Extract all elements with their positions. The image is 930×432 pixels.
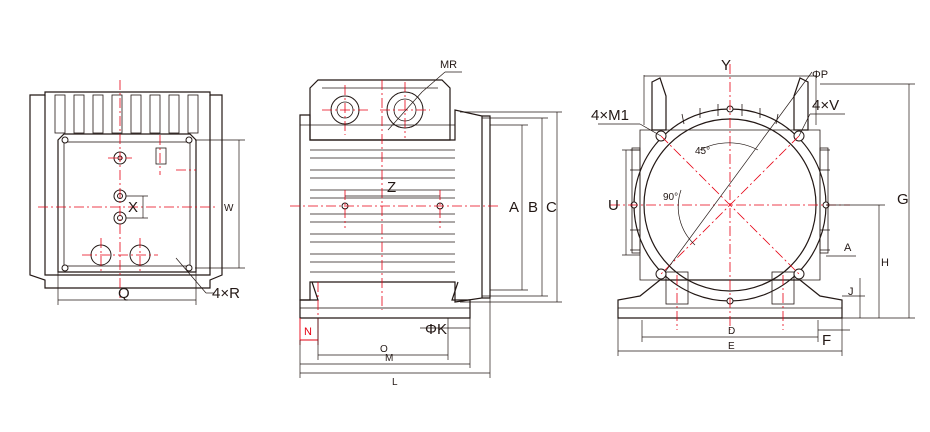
dim-label-m: M: [385, 353, 393, 364]
dim-label-c: C: [546, 199, 557, 216]
dim-label-p: ΦP: [812, 69, 828, 81]
dim-label-n: N: [304, 326, 312, 338]
angle-label-90: 90°: [663, 192, 678, 203]
dim-label-w: W: [224, 203, 234, 214]
front-view: [598, 64, 915, 356]
dim-label-o: O: [380, 344, 388, 355]
dim-label-b: B: [528, 199, 538, 216]
dim-label-d: D: [728, 326, 735, 337]
angle-label-45: 45°: [695, 146, 710, 157]
dim-label-g: G: [897, 191, 909, 208]
dim-label-q: Q: [118, 285, 130, 302]
dim-label-v: 4×V: [812, 97, 839, 114]
dim-label-f: F: [822, 332, 831, 349]
dim-label-e: E: [728, 341, 735, 352]
dim-label-mr: MR: [440, 59, 457, 71]
dim-label-j: J: [848, 286, 854, 298]
dim-label-z: Z: [387, 179, 396, 196]
dim-label-r: 4×R: [212, 285, 240, 302]
dim-label-h: H: [881, 257, 889, 269]
dim-label-u: U: [608, 197, 619, 214]
dim-label-k: ΦK: [425, 321, 447, 338]
dim-label-m1: 4×M1: [591, 107, 629, 124]
dim-label-a: A: [509, 199, 519, 216]
dim-label-y: Y: [721, 57, 731, 74]
dim-label-l: L: [392, 377, 398, 388]
side-view: [290, 71, 562, 378]
dim-label-a2: A: [844, 242, 852, 254]
dim-label-x: X: [128, 199, 138, 216]
rear-view: [29, 80, 245, 305]
